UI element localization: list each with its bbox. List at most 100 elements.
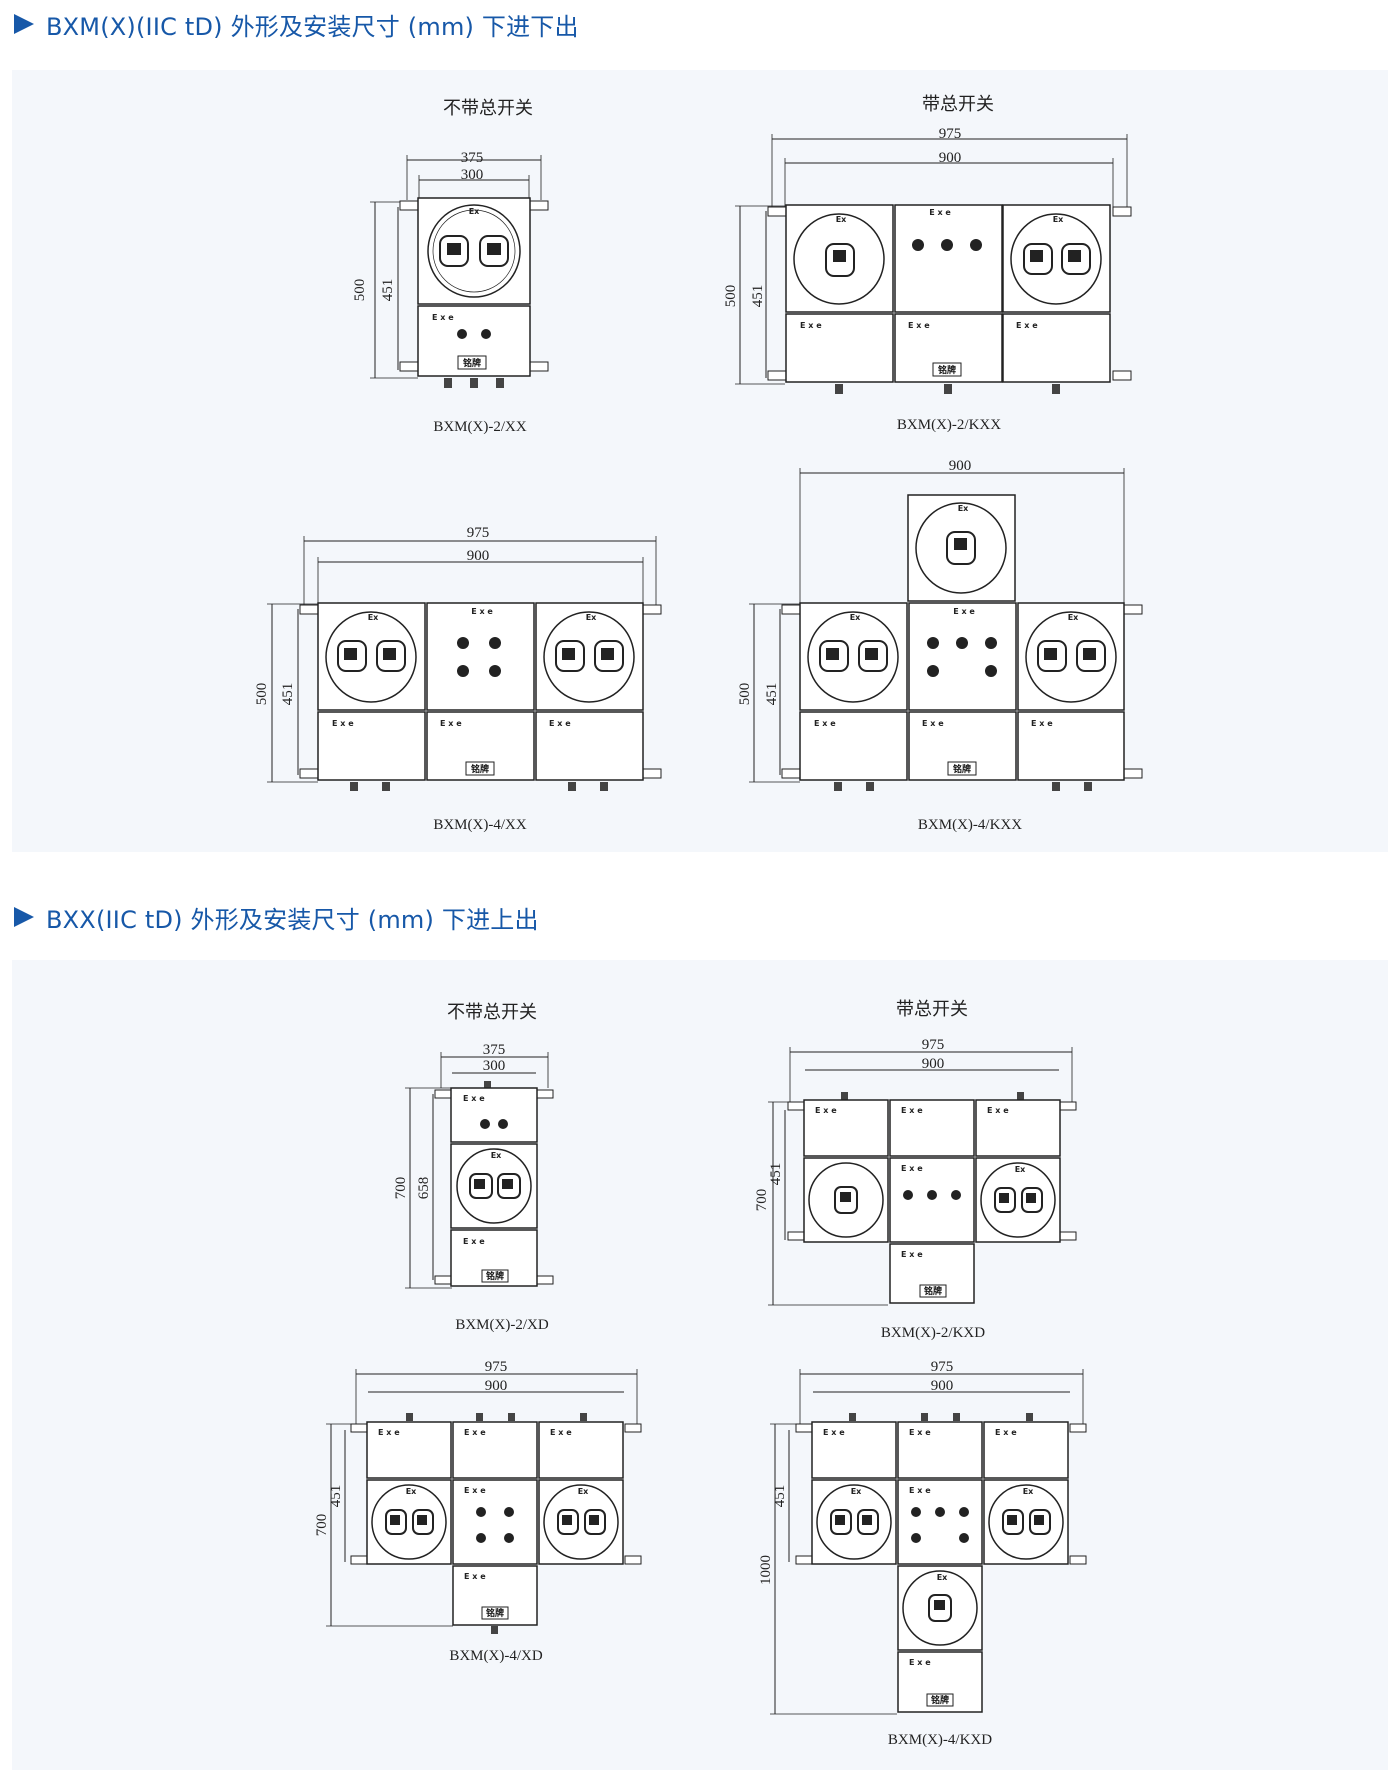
- d4-h-inner: 451: [764, 683, 780, 706]
- nameplate-label: 铭牌: [931, 1694, 949, 1706]
- exe-label: E x e: [901, 1250, 923, 1259]
- diagram-bxm-2-kxx: 975 900 500 451 Ex E x e Ex E x e E x: [723, 126, 1132, 433]
- d4-caption: BXM(X)-4/KXX: [918, 817, 1022, 833]
- d6-h-outer: 700: [754, 1189, 770, 1212]
- d8-h-inner: 451: [772, 1485, 788, 1508]
- nameplate-label: 铭牌: [463, 357, 481, 369]
- d4-w-top: 900: [949, 458, 972, 474]
- d2-caption: BXM(X)-2/KXX: [897, 417, 1001, 433]
- ex-label: Ex: [958, 504, 969, 513]
- d1-h-inner: 451: [380, 279, 396, 302]
- d8-h-outer: 1000: [758, 1555, 774, 1585]
- nameplate-label: 铭牌: [486, 1270, 504, 1282]
- d6-h-inner: 451: [768, 1163, 784, 1186]
- exe-label: E x e: [550, 1428, 572, 1437]
- diagram-bxm-4-xd: 975 900 700 451 E x e E x e E x e Ex E x…: [314, 1359, 642, 1664]
- nameplate-label: 铭牌: [938, 364, 956, 376]
- ex-label: Ex: [1023, 1487, 1034, 1496]
- nameplate-label: 铭牌: [953, 763, 971, 775]
- d2-w-inner: 900: [939, 150, 962, 166]
- triangle-bullet-icon: [14, 14, 34, 34]
- exe-label: E x e: [909, 1428, 931, 1437]
- ex-label: Ex: [578, 1487, 589, 1496]
- d1-w-inner: 300: [461, 167, 484, 183]
- section1-title: BXM(X)(IIC tD) 外形及安装尺寸 (mm) 下进下出: [46, 12, 579, 41]
- exe-label: E x e: [987, 1106, 1009, 1115]
- exe-label: E x e: [901, 1106, 923, 1115]
- d2-h-inner: 451: [750, 285, 766, 308]
- exe-label: E x e: [909, 1658, 931, 1667]
- d5-h-inner: 658: [416, 1177, 432, 1200]
- d7-h-outer: 700: [314, 1514, 330, 1537]
- d4-h-outer: 500: [737, 683, 753, 706]
- exe-label: E x e: [1031, 719, 1053, 728]
- ex-label: Ex: [851, 1487, 862, 1496]
- ex-label: Ex: [937, 1573, 948, 1582]
- d7-w-inner: 900: [485, 1378, 508, 1394]
- exe-label: E x e: [549, 719, 571, 728]
- exe-label: E x e: [332, 719, 354, 728]
- exe-label: E x e: [464, 1428, 486, 1437]
- exe-label: E x e: [823, 1428, 845, 1437]
- d1-h-outer: 500: [352, 279, 368, 302]
- exe-label: E x e: [471, 607, 493, 616]
- exe-label: E x e: [464, 1572, 486, 1581]
- d8-w-inner: 900: [931, 1378, 954, 1394]
- ex-label: Ex: [850, 613, 861, 622]
- section1-panel: [12, 70, 1388, 852]
- d3-w-inner: 900: [467, 548, 490, 564]
- d7-caption: BXM(X)-4/XD: [449, 1648, 542, 1664]
- d6-w-inner: 900: [922, 1056, 945, 1072]
- d5-w-outer: 375: [483, 1042, 506, 1058]
- diagram-bxm-2-xd: 375 300 700 658 E x e Ex E x e 铭牌 BXM(X)…: [393, 1042, 554, 1333]
- diagram-bxm-4-kxd: 975 900 1000 451 E x e E x e E x e Ex E …: [758, 1359, 1087, 1748]
- diagram-bxm-2-kxd: 975 900 700 451 E x e E x e E x e E x e …: [754, 1037, 1077, 1341]
- d7-w-outer: 975: [485, 1359, 508, 1375]
- exe-label: E x e: [378, 1428, 400, 1437]
- exe-label: E x e: [908, 321, 930, 330]
- d3-w-outer: 975: [467, 525, 490, 541]
- s1-group-without: 不带总开关: [443, 98, 533, 119]
- section2-heading: BXX(IIC tD) 外形及安装尺寸 (mm) 下进上出: [14, 903, 539, 934]
- nameplate-label: 铭牌: [486, 1607, 504, 1619]
- d5-h-outer: 700: [393, 1177, 409, 1200]
- exe-label: E x e: [1016, 321, 1038, 330]
- section1-heading: BXM(X)(IIC tD) 外形及安装尺寸 (mm) 下进下出: [14, 10, 579, 41]
- ex-label: Ex: [1068, 613, 1079, 622]
- s2-group-without: 不带总开关: [447, 1002, 537, 1023]
- exe-label: E x e: [909, 1486, 931, 1495]
- exe-label: E x e: [464, 1486, 486, 1495]
- ex-label: Ex: [836, 215, 847, 224]
- d1-caption: BXM(X)-2/XX: [433, 419, 526, 435]
- exe-label: E x e: [953, 607, 975, 616]
- section2-panel: [12, 960, 1388, 1770]
- exe-label: E x e: [800, 321, 822, 330]
- ex-label: Ex: [368, 613, 379, 622]
- nameplate-label: 铭牌: [924, 1285, 942, 1297]
- d5-w-inner: 300: [483, 1058, 506, 1074]
- d7-h-inner: 451: [328, 1485, 344, 1508]
- d1-w-outer: 375: [461, 150, 484, 166]
- ex-label: Ex: [406, 1487, 417, 1496]
- exe-label: E x e: [995, 1428, 1017, 1437]
- d8-caption: BXM(X)-4/KXD: [888, 1732, 992, 1748]
- d6-w-outer: 975: [922, 1037, 945, 1053]
- d2-w-outer: 975: [939, 126, 962, 142]
- exe-label: E x e: [432, 313, 454, 322]
- exe-label: E x e: [901, 1164, 923, 1173]
- exe-label: E x e: [463, 1237, 485, 1246]
- exe-label: E x e: [814, 719, 836, 728]
- s1-group-with: 带总开关: [922, 94, 994, 115]
- exe-label: E x e: [463, 1094, 485, 1103]
- ex-label: Ex: [491, 1151, 502, 1160]
- diagram-bxm-4-xx: 975 900 500 451 Ex E x e Ex E x e E x: [254, 525, 662, 833]
- ex-label: Ex: [469, 207, 480, 216]
- ex-label: Ex: [1015, 1165, 1026, 1174]
- exe-label: E x e: [815, 1106, 837, 1115]
- nameplate-label: 铭牌: [471, 763, 489, 775]
- d3-caption: BXM(X)-4/XX: [433, 817, 526, 833]
- s2-group-with: 带总开关: [896, 999, 968, 1020]
- ex-label: Ex: [1053, 215, 1064, 224]
- ex-label: Ex: [586, 613, 597, 622]
